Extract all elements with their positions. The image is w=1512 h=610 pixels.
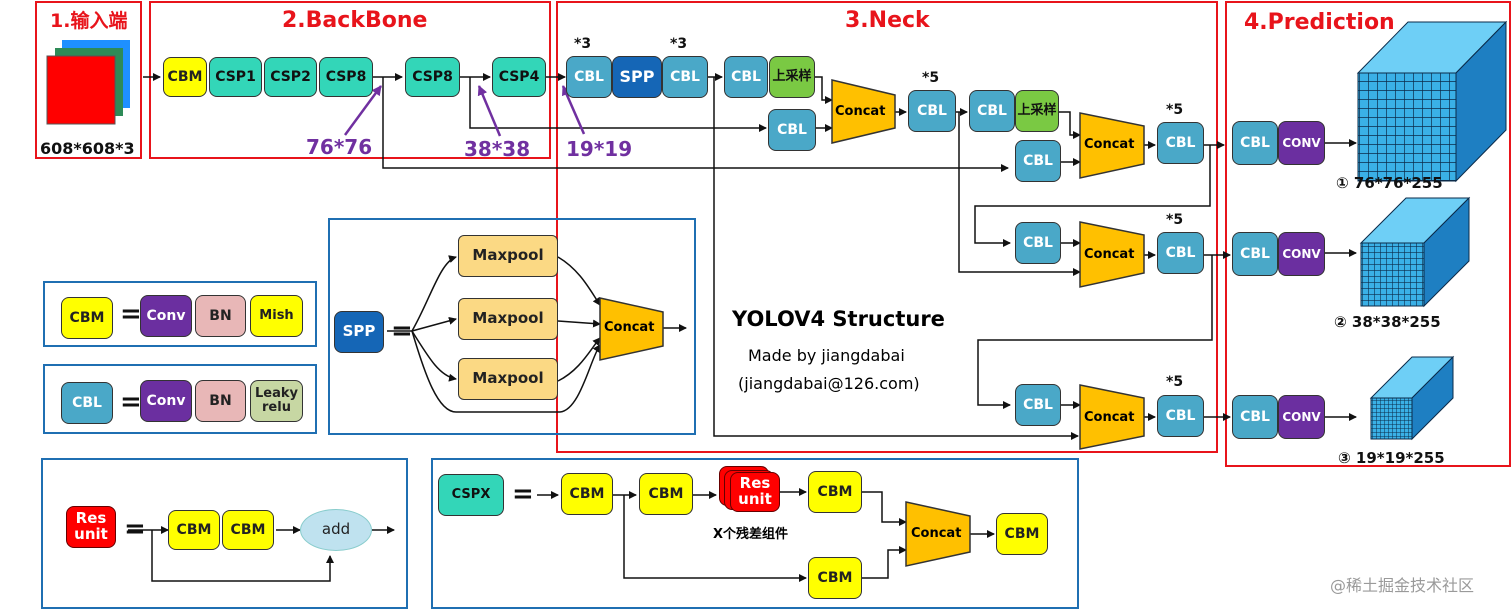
concat-label-1: Concat [835, 104, 886, 119]
section-input-title: 1.输入端 [50, 10, 128, 32]
mult-x5-b: *5 [1166, 102, 1184, 118]
legend-mish: Mish [250, 295, 303, 337]
legend-res-unit: Res unit [66, 506, 116, 548]
neck-cbl-8: CBL [1157, 232, 1204, 274]
pred-conv-2: CONV [1278, 232, 1325, 276]
legend-cbl: CBL [61, 382, 113, 424]
input-size-label: 608*608*3 [40, 139, 135, 158]
legend-res-stack-front: Res unit [730, 472, 780, 512]
neck-cbl-post-spp: CBL [662, 56, 708, 98]
legend-x-res-label: X个残差组件 [713, 527, 789, 542]
section-prediction-frame [1225, 1, 1511, 467]
section-backbone-frame [149, 1, 551, 159]
concat-label-3: Concat [1084, 247, 1135, 262]
legend-res-cbm-1: CBM [168, 510, 220, 550]
neck-cbl-6: CBL [1157, 122, 1204, 164]
legend-maxpool-2: Maxpool [458, 298, 558, 340]
legend-equals-4: = [124, 514, 146, 544]
backbone-csp1: CSP1 [209, 57, 262, 97]
size-76-label: 76*76 [306, 135, 373, 159]
backbone-cbm: CBM [163, 57, 207, 97]
legend-cspx-cbm-4: CBM [808, 557, 862, 599]
legend-cspx-cbm-5: CBM [996, 513, 1048, 555]
neck-cbl-1: CBL [724, 56, 768, 98]
neck-cbl-2: CBL [768, 109, 816, 151]
mult-x5-d: *5 [1166, 374, 1184, 390]
legend-equals-5: = [512, 479, 534, 509]
section-backbone-title: 2.BackBone [282, 8, 428, 33]
mult-x3-b: *3 [670, 36, 688, 52]
mult-x5-c: *5 [1166, 212, 1184, 228]
pred-conv-1: CONV [1278, 121, 1325, 165]
neck-cbl-5: CBL [1015, 140, 1061, 182]
legend-maxpool-3: Maxpool [458, 358, 558, 400]
credit-text: Made by jiangdabai [748, 346, 905, 365]
legend-spp: SPP [334, 311, 384, 353]
legend-equals-2: = [120, 387, 142, 417]
backbone-csp8-a: CSP8 [319, 57, 373, 97]
neck-cbl-7: CBL [1015, 222, 1061, 264]
neck-cbl-4: CBL [969, 90, 1015, 132]
neck-cbl-9: CBL [1015, 384, 1061, 426]
size-38-label: 38*38 [464, 137, 531, 161]
pred-output-3: ③ 19*19*255 [1338, 449, 1445, 467]
legend-leaky-relu: Leaky relu [250, 380, 303, 422]
pred-output-2: ② 38*38*255 [1334, 313, 1441, 331]
neck-cbl-3: CBL [908, 90, 956, 132]
legend-res-cbm-2: CBM [222, 510, 274, 550]
concat-label-4: Concat [1084, 410, 1135, 425]
legend-conv-2: Conv [140, 380, 192, 422]
pred-conv-3: CONV [1278, 395, 1325, 439]
neck-cbl-10: CBL [1157, 395, 1204, 437]
section-neck-title: 3.Neck [845, 8, 930, 33]
legend-equals-3: = [391, 316, 413, 346]
backbone-csp8-b: CSP8 [405, 57, 460, 97]
mult-x3-a: *3 [574, 36, 592, 52]
legend-bn-1: BN [195, 295, 246, 337]
neck-upsample-2: 上采样 [1015, 90, 1059, 132]
legend-concat-cspx: Concat [911, 526, 962, 541]
backbone-csp2: CSP2 [264, 57, 317, 97]
section-neck-frame [556, 1, 1218, 453]
legend-concat-spp: Concat [604, 320, 655, 335]
legend-maxpool-1: Maxpool [458, 235, 558, 277]
section-input-frame [35, 1, 142, 159]
email-text: (jiangdabai@126.com) [738, 374, 920, 393]
diagram-title: YOLOV4 Structure [732, 307, 945, 331]
legend-conv-1: Conv [140, 295, 192, 337]
pred-cbl-2: CBL [1232, 232, 1278, 276]
section-prediction-title: 4.Prediction [1244, 10, 1395, 35]
watermark: @稀土掘金技术社区 [1330, 576, 1475, 595]
concat-label-2: Concat [1084, 137, 1135, 152]
legend-cbm: CBM [61, 297, 113, 339]
neck-upsample-1: 上采样 [769, 56, 815, 98]
pred-cbl-3: CBL [1232, 395, 1278, 439]
legend-cspx-cbm-3: CBM [808, 471, 862, 513]
pred-output-1: ① 76*76*255 [1336, 174, 1443, 192]
legend-cspx: CSPX [438, 474, 504, 516]
legend-bn-2: BN [195, 380, 246, 422]
backbone-csp4: CSP4 [492, 57, 546, 97]
legend-equals-1: = [120, 299, 142, 329]
legend-add-node: add [300, 509, 372, 551]
pred-cbl-1: CBL [1232, 121, 1278, 165]
size-19-label: 19*19 [566, 137, 633, 161]
legend-cspx-cbm-2: CBM [639, 473, 693, 515]
neck-cbl-pre-spp: CBL [566, 56, 612, 98]
legend-cspx-cbm-1: CBM [561, 473, 613, 515]
neck-spp: SPP [612, 56, 662, 98]
mult-x5-a: *5 [922, 70, 940, 86]
